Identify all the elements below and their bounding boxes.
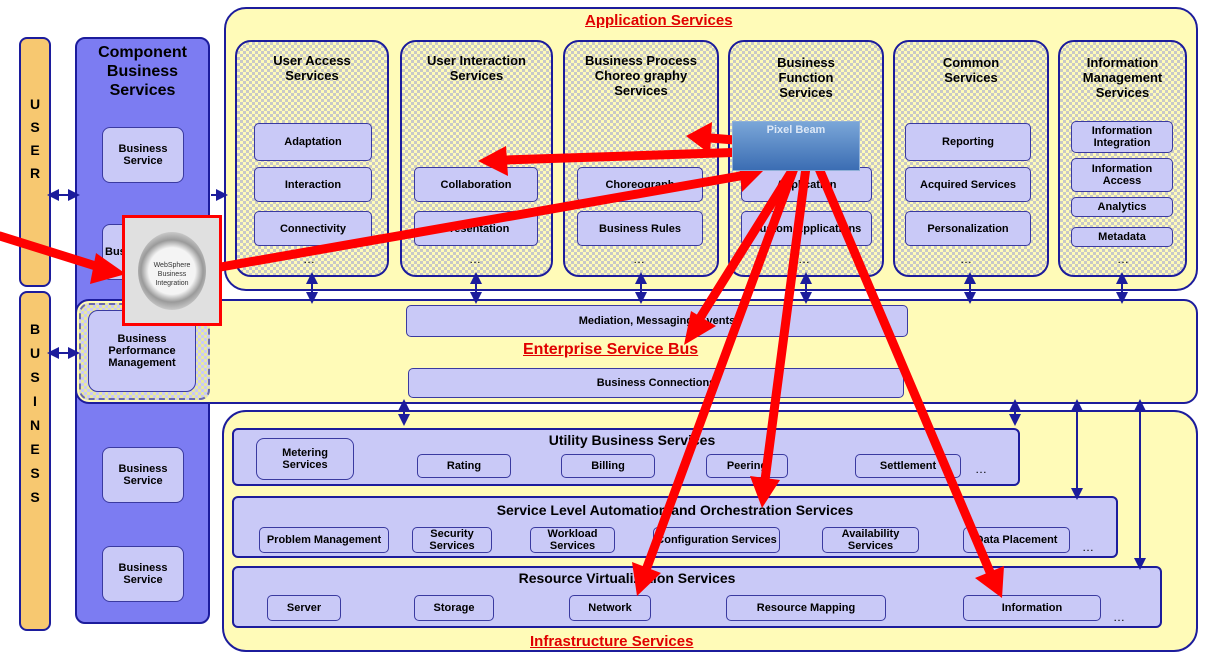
red-arrowhead xyxy=(975,566,1004,598)
more-ellipsis: … xyxy=(1117,252,1129,266)
more-ellipsis: … xyxy=(469,252,481,266)
business-connections-box[interactable]: Business Connections xyxy=(408,368,904,398)
availability-services-box[interactable]: Availability Services xyxy=(822,527,919,553)
websphere-logo-icon xyxy=(138,232,206,310)
resource-mapping-box[interactable]: Resource Mapping xyxy=(726,595,886,621)
analytics-box[interactable]: Analytics xyxy=(1071,197,1173,217)
application-services-title: Application Services xyxy=(585,12,733,29)
sla-title: Service Level Automation and Orchestrati… xyxy=(496,502,854,518)
more-ellipsis: … xyxy=(633,252,645,266)
peering-box[interactable]: Peering xyxy=(706,454,788,478)
network-box[interactable]: Network xyxy=(569,595,651,621)
metadata-box[interactable]: Metadata xyxy=(1071,227,1173,247)
column-title: User Access Services xyxy=(273,53,351,83)
column-title: Business Process Choreo graphy Services xyxy=(584,53,697,98)
rv-title: Resource Virtualization Services xyxy=(518,570,736,586)
business-bar: B U S I N E S S xyxy=(19,291,51,631)
red-arrowhead xyxy=(750,476,780,508)
configuration-services-box[interactable]: Configuration Services xyxy=(653,527,780,553)
red-arrow-line xyxy=(210,171,745,273)
red-arrowhead xyxy=(686,122,712,154)
blue-connectors xyxy=(47,189,1146,570)
business-letter: S xyxy=(30,465,40,481)
more-ellipsis: … xyxy=(1113,610,1125,624)
acquired-services-box[interactable]: Acquired Services xyxy=(905,167,1031,202)
storage-box[interactable]: Storage xyxy=(414,595,494,621)
more-ellipsis: … xyxy=(960,252,972,266)
interaction-box[interactable]: Interaction xyxy=(254,167,372,202)
business-letter: N xyxy=(29,417,41,433)
mediation-messaging-events-box[interactable]: Mediation, Messaging, Events xyxy=(406,305,908,337)
more-ellipsis: … xyxy=(798,252,810,266)
business-letter: S xyxy=(30,369,40,385)
information-integration-box[interactable]: Information Integration xyxy=(1071,121,1173,153)
more-ellipsis: … xyxy=(1082,540,1094,554)
rating-box[interactable]: Rating xyxy=(417,454,511,478)
workload-services-box[interactable]: Workload Services xyxy=(530,527,615,553)
business-service-3[interactable]: Business Service xyxy=(102,447,184,503)
red-arrow-line xyxy=(0,231,107,273)
red-arrowhead xyxy=(90,253,126,284)
column-title: User Interaction Services xyxy=(427,53,526,83)
collaboration-box[interactable]: Collaboration xyxy=(414,167,538,202)
information-box[interactable]: Information xyxy=(963,595,1101,621)
infrastructure-services-title: Infrastructure Services xyxy=(530,633,694,650)
red-arrows xyxy=(0,133,995,577)
red-arrowheads xyxy=(90,122,1004,598)
user-letter: R xyxy=(29,165,41,181)
utility-title: Utility Business Services xyxy=(548,432,716,448)
business-service-4[interactable]: Business Service xyxy=(102,546,184,602)
logo-label: Pixel Beam xyxy=(766,124,826,136)
billing-box[interactable]: Billing xyxy=(561,454,655,478)
user-letter: S xyxy=(30,119,40,135)
column-title: Business Function Services xyxy=(777,55,835,100)
reporting-box[interactable]: Reporting xyxy=(905,123,1031,161)
user-letter: E xyxy=(30,142,40,158)
user-letter: U xyxy=(29,96,41,112)
websphere-overlay: WebSphere Business Integration xyxy=(122,215,222,326)
personalization-box[interactable]: Personalization xyxy=(905,211,1031,246)
business-letter: U xyxy=(29,345,41,361)
column-title: Common Services xyxy=(942,55,1000,85)
more-ellipsis: … xyxy=(975,462,987,476)
adaptation-box[interactable]: Adaptation xyxy=(254,123,372,161)
business-letter: E xyxy=(30,441,40,457)
information-access-box[interactable]: Information Access xyxy=(1071,158,1173,192)
websphere-label: WebSphere Business Integration xyxy=(153,262,191,287)
metering-services-box[interactable]: Metering Services xyxy=(256,438,354,480)
red-arrowhead xyxy=(632,562,661,596)
component-title: Component Business Services xyxy=(98,44,187,99)
business-letter: I xyxy=(33,393,37,409)
business-letter: S xyxy=(30,489,40,505)
business-rules-box[interactable]: Business Rules xyxy=(577,211,703,246)
business-letter: B xyxy=(29,321,41,337)
red-arrowhead xyxy=(684,311,716,345)
red-arrowhead xyxy=(478,146,508,176)
problem-management-box[interactable]: Problem Management xyxy=(259,527,389,553)
pixel-beam-logo: Pixel Beam xyxy=(732,121,860,171)
column-title: Information Management Services xyxy=(1082,55,1163,100)
red-arrow-line xyxy=(807,147,995,577)
enterprise-service-bus-title: Enterprise Service Bus xyxy=(523,341,699,358)
security-services-box[interactable]: Security Services xyxy=(412,527,492,553)
business-service-1[interactable]: Business Service xyxy=(102,127,184,183)
server-box[interactable]: Server xyxy=(267,595,341,621)
red-arrow-line xyxy=(641,147,805,575)
red-arrow-line xyxy=(760,147,813,485)
